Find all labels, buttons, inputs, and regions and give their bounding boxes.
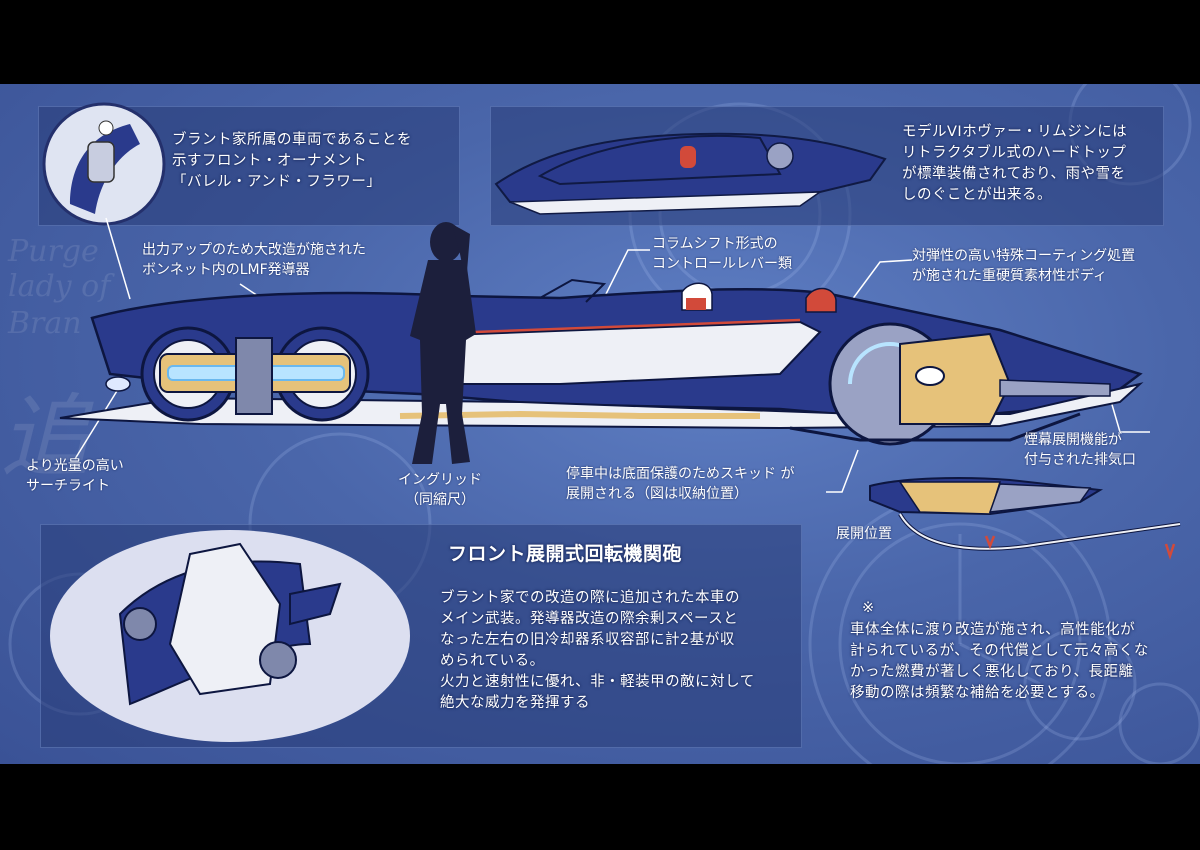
- note-mark: ※: [862, 600, 875, 616]
- bg-word-3: Bran: [8, 306, 82, 341]
- skid-callout: 停車中は底面保護のためスキッド が 展開される（図は収納位置）: [566, 466, 795, 502]
- ornament-callout: ブラント家所属の車両であることを 示すフロント・オーナメント 「バレル・アンド・…: [172, 132, 412, 190]
- bg-word-4: 追: [0, 385, 90, 490]
- hardtop-car-illustration: [494, 132, 887, 215]
- body-coating-callout: 対弾性の高い特殊コーティング処置 が施された重硬質素材性ボディ: [912, 248, 1136, 284]
- bg-word-1: Purge: [8, 234, 99, 269]
- lmf-callout: 出力アップのため大改造が施された ボンネット内のLMF発導器: [142, 242, 366, 278]
- bg-word-2: lady of: [8, 269, 111, 304]
- deployed-skid-illustration: [869, 477, 1181, 560]
- deployed-position-label: 展開位置: [836, 526, 892, 542]
- searchlight-callout: より光量の高い サーチライト: [26, 458, 124, 494]
- cannon-description: ブラント家での改造の際に追加された本車の メイン武装。発導器改造の際余剰スペース…: [440, 590, 755, 711]
- cannon-title: フロント展開式回転機関砲: [448, 543, 683, 565]
- ingrid-callout: イングリッド （同縮尺）: [398, 472, 482, 508]
- artwork-area: Purge lady of Bran 追: [0, 84, 1200, 764]
- main-vehicle: [59, 217, 1150, 493]
- exhaust-callout: 煙幕展開機能が 付与された排気口: [1024, 432, 1136, 468]
- note-text: 車体全体に渡り改造が施され、高性能化が 計られているが、その代償として元々高くな…: [850, 622, 1149, 701]
- column-shift-callout: コラムシフト形式の コントロールレバー類: [652, 236, 792, 272]
- hardtop-callout: モデルVIホヴァー・リムジンには リトラクタブル式のハードトップ が標準装備され…: [902, 124, 1128, 203]
- cannon-illustration: [50, 530, 410, 742]
- ornament-illustration: [42, 102, 166, 226]
